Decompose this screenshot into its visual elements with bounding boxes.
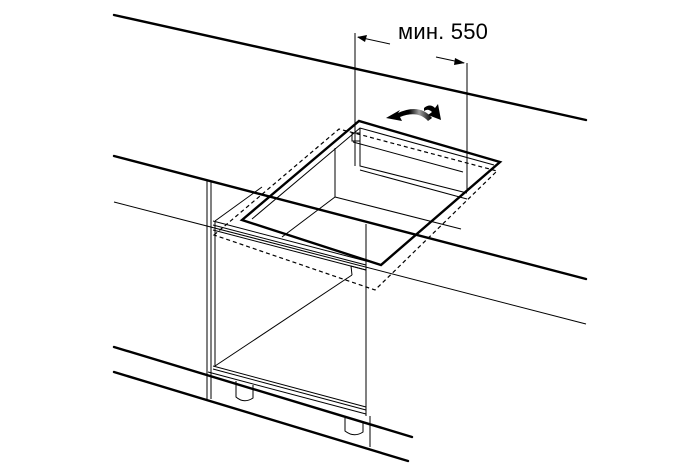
cutout-dashed-outline [212, 128, 499, 291]
cabinet-bottom-rail-mid [212, 368, 367, 411]
cutout-floor-left [281, 196, 336, 238]
hob-cutout-outer [239, 119, 503, 267]
plinth-line-top [112, 345, 414, 439]
ventilation-arrow-icon [386, 104, 441, 121]
cabinet-crossrail-mid [212, 224, 367, 266]
dimension-label: мин. 550 [398, 19, 489, 44]
cabinet-top-inner-diagonal [214, 186, 263, 222]
cutout-corner-notch [351, 132, 361, 142]
cutout-back-step-mid [359, 169, 468, 200]
dimension-arrowhead-right [454, 58, 465, 65]
plinth-line-bottom [112, 370, 410, 463]
countertop-front-edge [112, 154, 588, 281]
cabinet-bottom-rail-top [212, 365, 367, 408]
cutout-floor-back [334, 196, 462, 230]
countertop-back-edge [112, 13, 588, 122]
cabinet-foot-left [235, 381, 254, 402]
countertop-underside-line [113, 201, 587, 325]
cabinet-crossrail-top [212, 220, 367, 262]
cabinet-crossrail-bottom [212, 229, 367, 271]
cutout-back-step-top [352, 141, 464, 173]
cabinet-inner-diagonal [214, 274, 353, 367]
cabinet-bottom-rail-low [207, 371, 367, 415]
cabinet-inner-back [350, 265, 367, 276]
dimension-arrowhead-left [357, 35, 367, 42]
cabinet-foot-right [344, 418, 364, 436]
